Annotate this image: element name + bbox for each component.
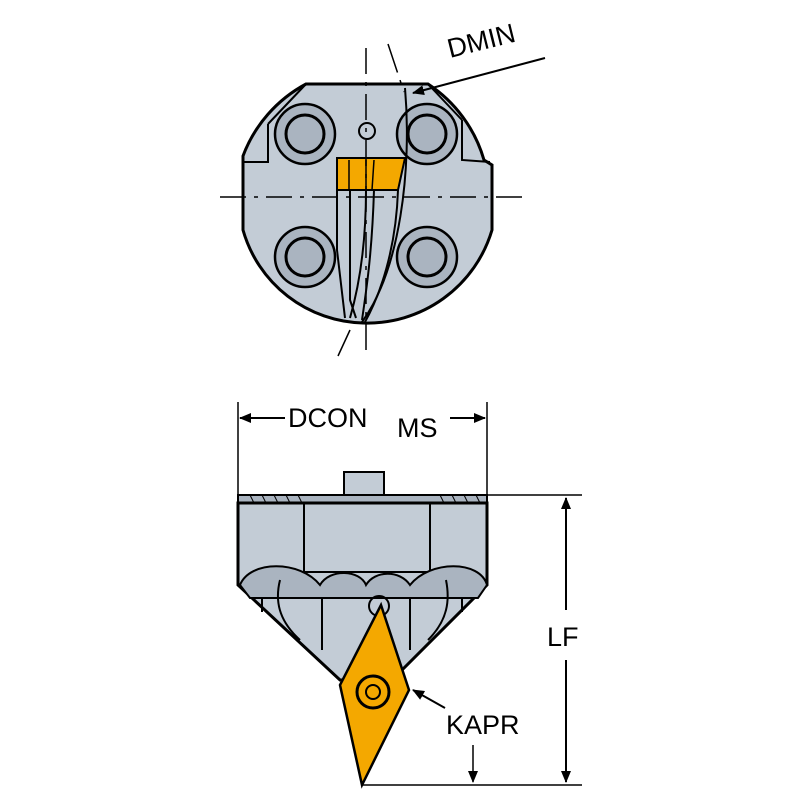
dcon-label: DCON bbox=[288, 403, 368, 433]
side-view: DCON MS KAPR LF bbox=[236, 402, 582, 789]
spigot bbox=[343, 471, 385, 497]
kapr-label: KAPR bbox=[446, 710, 520, 740]
bolt-hole-top-right bbox=[395, 102, 459, 166]
end-view: DMIN bbox=[220, 18, 546, 357]
clamp-screw-hole bbox=[358, 122, 376, 140]
dcon-subscript: MS bbox=[397, 413, 438, 443]
lf-label: LF bbox=[547, 622, 579, 652]
bolt-hole-bottom-right bbox=[395, 225, 459, 289]
bolt-hole-bottom-left bbox=[273, 225, 337, 289]
dmin-label: DMIN bbox=[444, 18, 518, 64]
end-view-insert bbox=[336, 157, 407, 191]
bolt-hole-top-left bbox=[273, 102, 337, 166]
insert-screw bbox=[355, 674, 391, 710]
